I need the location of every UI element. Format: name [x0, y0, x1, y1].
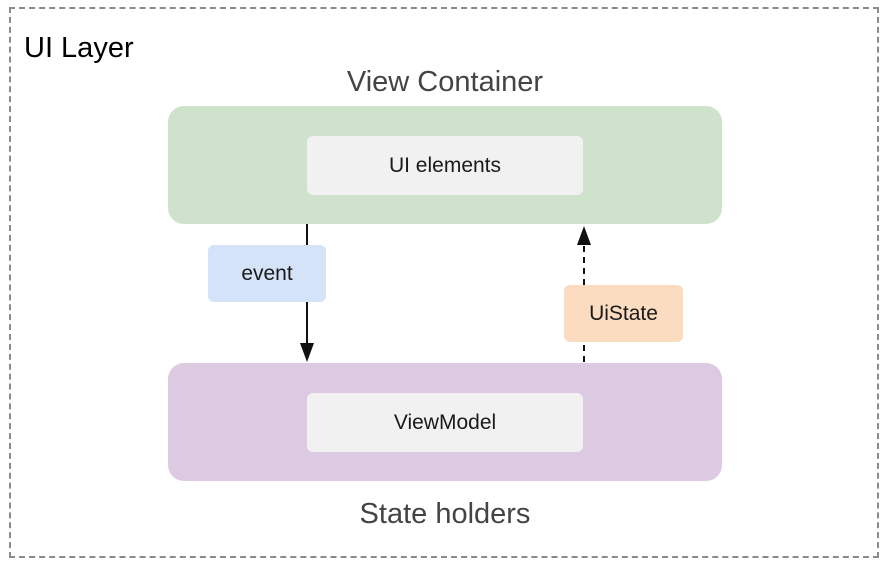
uistate-tag: UiState — [564, 285, 683, 342]
event-label: event — [241, 261, 293, 285]
uistate-label: UiState — [589, 301, 658, 325]
view-container-caption: View Container — [346, 66, 544, 98]
state-holders-caption: State holders — [359, 498, 531, 530]
ui-elements-box: UI elements — [307, 136, 583, 195]
ui-layer-title: UI Layer — [24, 32, 134, 64]
uistate-arrow-head — [577, 226, 591, 245]
event-tag: event — [208, 245, 326, 302]
ui-layer-frame — [9, 7, 879, 558]
event-arrow-head — [300, 343, 314, 362]
viewmodel-label: ViewModel — [393, 410, 497, 434]
viewmodel-box: ViewModel — [307, 393, 583, 452]
ui-elements-label: UI elements — [388, 153, 502, 177]
